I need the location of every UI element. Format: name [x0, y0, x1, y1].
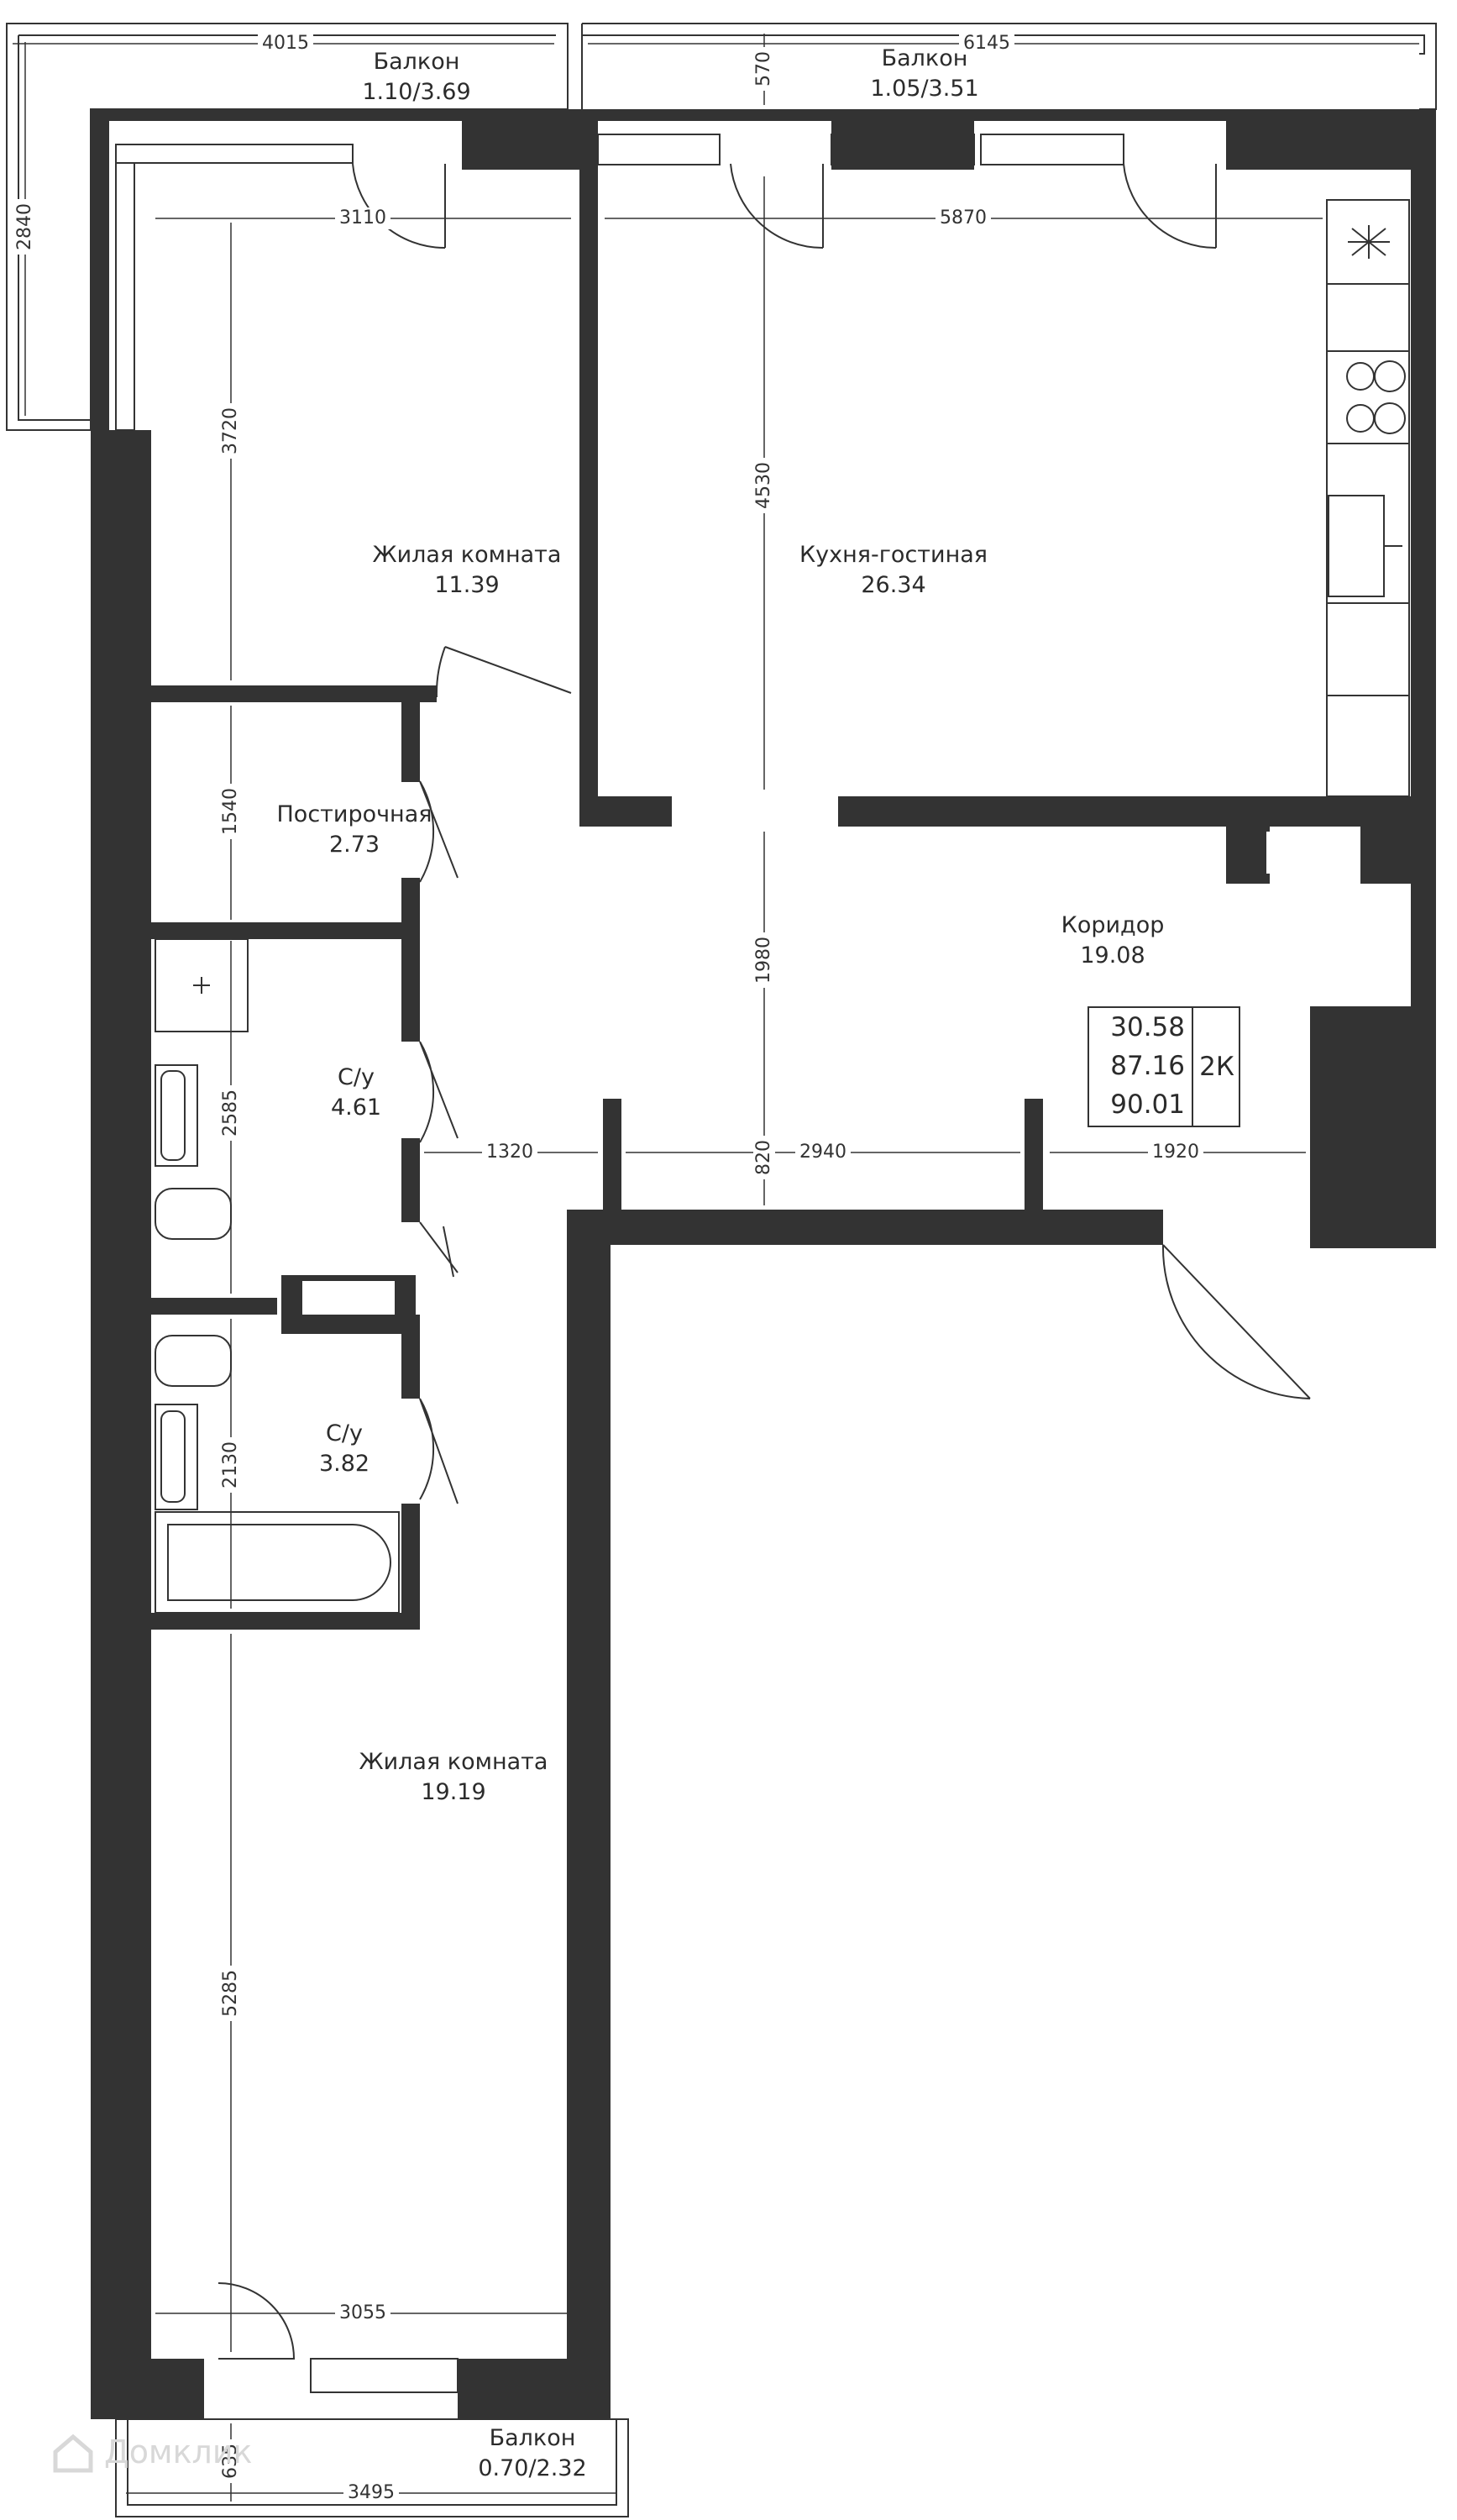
living-area: 30.58	[1110, 1012, 1185, 1042]
dim-6145: 6145	[959, 33, 1014, 55]
room-bath-1: С/у 4.61	[331, 1063, 381, 1123]
room-name: Коридор	[1061, 912, 1165, 938]
dim-2585: 2585	[220, 1085, 242, 1141]
room-corridor: Коридор 19.08	[1061, 911, 1165, 971]
room-area: 2.73	[328, 832, 380, 858]
bathtub	[155, 1511, 400, 1614]
dim-4015: 4015	[258, 33, 313, 55]
total-with-balconies: 90.01	[1110, 1089, 1185, 1120]
dim-2840: 2840	[14, 199, 36, 255]
room-kitchen: Кухня-гостиная 26.34	[799, 540, 988, 601]
sink-1	[155, 1064, 198, 1167]
room-laundry: Постирочная 2.73	[277, 800, 432, 860]
room-living-small: Жилая комната 11.39	[373, 540, 562, 601]
room-living-large: Жилая комната 19.19	[359, 1747, 548, 1808]
room-area: 4.61	[330, 1095, 382, 1121]
wall-outer-left	[91, 430, 151, 2419]
balcony-area: 0.70/2.32	[478, 2455, 587, 2481]
room-name: Жилая комната	[372, 542, 562, 568]
dim-1320: 1320	[482, 1142, 537, 1163]
room-name: С/у	[326, 1420, 363, 1446]
kitchen-sink	[1328, 495, 1385, 597]
wall-top-block	[462, 109, 596, 170]
dim-5870: 5870	[936, 207, 991, 229]
dim-4530: 4530	[753, 458, 775, 513]
room-count: 2К	[1199, 1052, 1234, 1082]
wall-outer-right-block	[1310, 1006, 1436, 1248]
balcony-name: Балкон	[881, 45, 968, 71]
house-icon	[53, 2433, 93, 2473]
dim-2940: 2940	[795, 1142, 851, 1163]
room-name: Постирочная	[276, 801, 432, 827]
room-area: 19.08	[1080, 942, 1145, 969]
room-area: 11.39	[434, 572, 500, 598]
area-values: 30.58 87.16 90.01	[1089, 1008, 1193, 1126]
room-name: Кухня-гостиная	[799, 542, 988, 568]
dim-1980: 1980	[753, 932, 775, 988]
balcony-1: Балкон 1.10/3.69	[362, 47, 470, 108]
watermark-text: Домклик	[104, 2433, 253, 2470]
room-area: 19.19	[421, 1779, 486, 1805]
room-area: 3.82	[318, 1451, 370, 1477]
balcony-area: 1.05/3.51	[870, 76, 979, 102]
dim-5285: 5285	[220, 1966, 242, 2021]
dim-570: 570	[753, 47, 775, 91]
balcony-3: Балкон 0.70/2.32	[478, 2423, 586, 2484]
shower-tray	[155, 938, 249, 1032]
balcony-name: Балкон	[489, 2425, 576, 2451]
dim-3055: 3055	[335, 2302, 390, 2324]
dim-3720: 3720	[220, 403, 242, 459]
balcony-name: Балкон	[373, 49, 460, 75]
room-bath-2: С/у 3.82	[319, 1419, 369, 1479]
toilet-2	[155, 1335, 232, 1387]
room-name: С/у	[338, 1064, 375, 1090]
balcony-area: 1.10/3.69	[362, 79, 471, 105]
dim-3110: 3110	[335, 207, 390, 229]
room-area: 26.34	[861, 572, 926, 598]
dim-1920: 1920	[1148, 1142, 1203, 1163]
balcony-2: Балкон 1.05/3.51	[870, 44, 978, 104]
watermark-logo: Домклик	[50, 2430, 319, 2475]
total-area: 87.16	[1110, 1051, 1185, 1081]
area-summary-box: 30.58 87.16 90.01 2К	[1088, 1006, 1240, 1127]
dim-820: 820	[753, 1136, 775, 1179]
sink-2	[155, 1404, 198, 1510]
toilet-1	[155, 1188, 232, 1240]
room-name: Жилая комната	[359, 1749, 548, 1775]
balcony-bottom-outline	[115, 2418, 629, 2517]
dim-3495: 3495	[343, 2482, 399, 2504]
dim-1540: 1540	[220, 784, 242, 839]
dim-2130: 2130	[220, 1437, 242, 1493]
